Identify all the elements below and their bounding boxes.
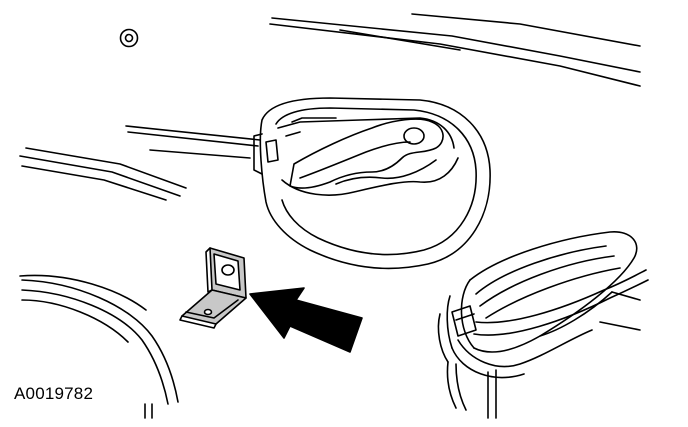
armrest-pull-cup	[461, 232, 640, 352]
rivet-hole-icon	[121, 30, 138, 47]
locator-arrow-icon	[250, 288, 362, 352]
door-trim-lower-edge	[20, 275, 178, 418]
wire-harness	[438, 270, 648, 418]
handle-bracket	[180, 248, 246, 328]
door-trim-crease-lines	[20, 126, 260, 200]
door-trim-upper-edge	[270, 14, 640, 86]
inner-door-handle	[254, 98, 490, 268]
figure-id-label: A0019782	[14, 384, 94, 403]
